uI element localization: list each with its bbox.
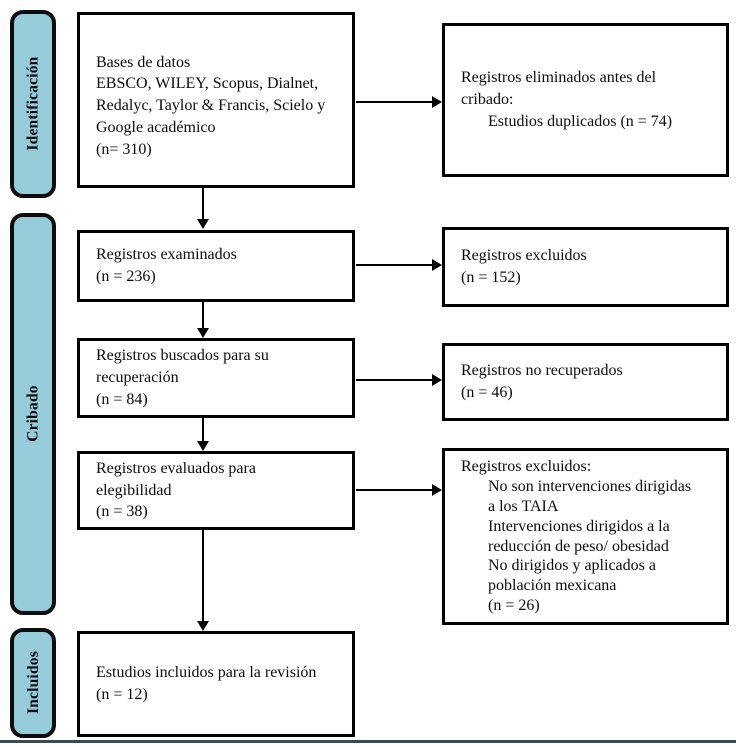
box-excluded-reasons-count: (n = 26) xyxy=(488,596,540,614)
box-excluded-reasons: Registros excluidos: No son intervencion… xyxy=(442,448,729,625)
box-records-sought-line-1: Registros buscados para su xyxy=(96,347,269,365)
box-databases-count: (n= 310) xyxy=(96,140,152,158)
box-records-sought: Registros buscados para su recuperación … xyxy=(77,338,355,418)
box-records-screened-count: (n = 236) xyxy=(96,268,156,285)
stage-included-label: Incluidos xyxy=(24,651,42,715)
arrow-right-assessed-to-excluded-reasons xyxy=(356,484,442,496)
figure-bottom-rule xyxy=(0,740,736,743)
box-records-screened-line-1: Registros examinados xyxy=(96,246,237,264)
stage-identification: Identificación xyxy=(10,10,56,198)
box-removed-line-2: cribado: xyxy=(461,91,514,109)
box-records-assessed: Registros evaluados para elegibilidad (n… xyxy=(77,451,355,530)
arrow-right-sought-to-not-retrieved xyxy=(356,374,442,386)
arrow-down-assessed-to-included xyxy=(197,530,209,631)
box-records-excluded-count: (n = 152) xyxy=(461,269,521,286)
box-records-excluded-line-1: Registros excluidos xyxy=(461,247,587,265)
box-records-not-retrieved: Registros no recuperados (n = 46) xyxy=(442,343,729,421)
box-databases-line-3: Redalyc, Taylor & Francis, Scielo y xyxy=(96,97,326,115)
stage-screening-label: Cribado xyxy=(24,385,42,443)
box-records-excluded: Registros excluidos (n = 152) xyxy=(442,227,729,307)
box-databases: Bases de datos EBSCO, WILEY, Scopus, Dia… xyxy=(77,12,355,188)
box-excluded-reason-1b: a los TAIA xyxy=(488,497,559,515)
box-databases-line-2: EBSCO, WILEY, Scopus, Dialnet, xyxy=(96,75,319,93)
box-excluded-reasons-title: Registros excluidos: xyxy=(461,458,592,476)
box-excluded-reason-2a: Intervenciones dirigidos a la xyxy=(488,517,670,535)
box-records-assessed-line-2: elegibilidad xyxy=(96,481,172,499)
stage-included: Incluidos xyxy=(10,628,56,738)
box-excluded-reason-1a: No son intervenciones dirigidas xyxy=(488,478,692,496)
box-studies-included: Estudios incluidos para la revisión (n =… xyxy=(77,631,355,737)
box-records-assessed-count: (n = 38) xyxy=(96,503,148,521)
box-removed-before-screening: Registros eliminados antes del cribado: … xyxy=(442,23,729,177)
arrow-down-sought-to-assessed xyxy=(197,418,209,451)
box-studies-included-line-1: Estudios incluidos para la revisión xyxy=(96,664,317,682)
box-excluded-reason-3b: población mexicana xyxy=(488,577,617,595)
arrow-down-screened-to-sought xyxy=(197,302,209,338)
arrow-down-databases-to-screened xyxy=(197,187,209,229)
box-not-retrieved-line-1: Registros no recuperados xyxy=(461,362,623,380)
stage-identification-label: Identificación xyxy=(24,56,42,152)
stage-screening: Cribado xyxy=(10,213,56,615)
arrow-right-databases-to-removed xyxy=(356,96,442,108)
arrow-right-screened-to-excluded xyxy=(356,259,442,271)
box-records-sought-count: (n = 84) xyxy=(96,390,148,408)
box-removed-line-1: Registros eliminados antes del xyxy=(461,69,657,87)
box-excluded-reason-2b: reducción de peso/ obesidad xyxy=(488,537,669,555)
box-databases-line-4: Google académico xyxy=(96,118,216,136)
box-databases-line-1: Bases de datos xyxy=(96,53,191,71)
box-studies-included-count: (n = 12) xyxy=(96,686,148,703)
box-excluded-reason-3a: No dirigidos y aplicados a xyxy=(488,557,656,575)
box-records-sought-line-2: recuperación xyxy=(96,369,179,387)
box-records-assessed-line-1: Registros evaluados para xyxy=(96,459,256,477)
box-removed-duplicates: Estudios duplicados (n = 74) xyxy=(488,112,673,130)
box-not-retrieved-count: (n = 46) xyxy=(461,384,513,401)
box-records-screened: Registros examinados (n = 236) xyxy=(77,230,355,302)
